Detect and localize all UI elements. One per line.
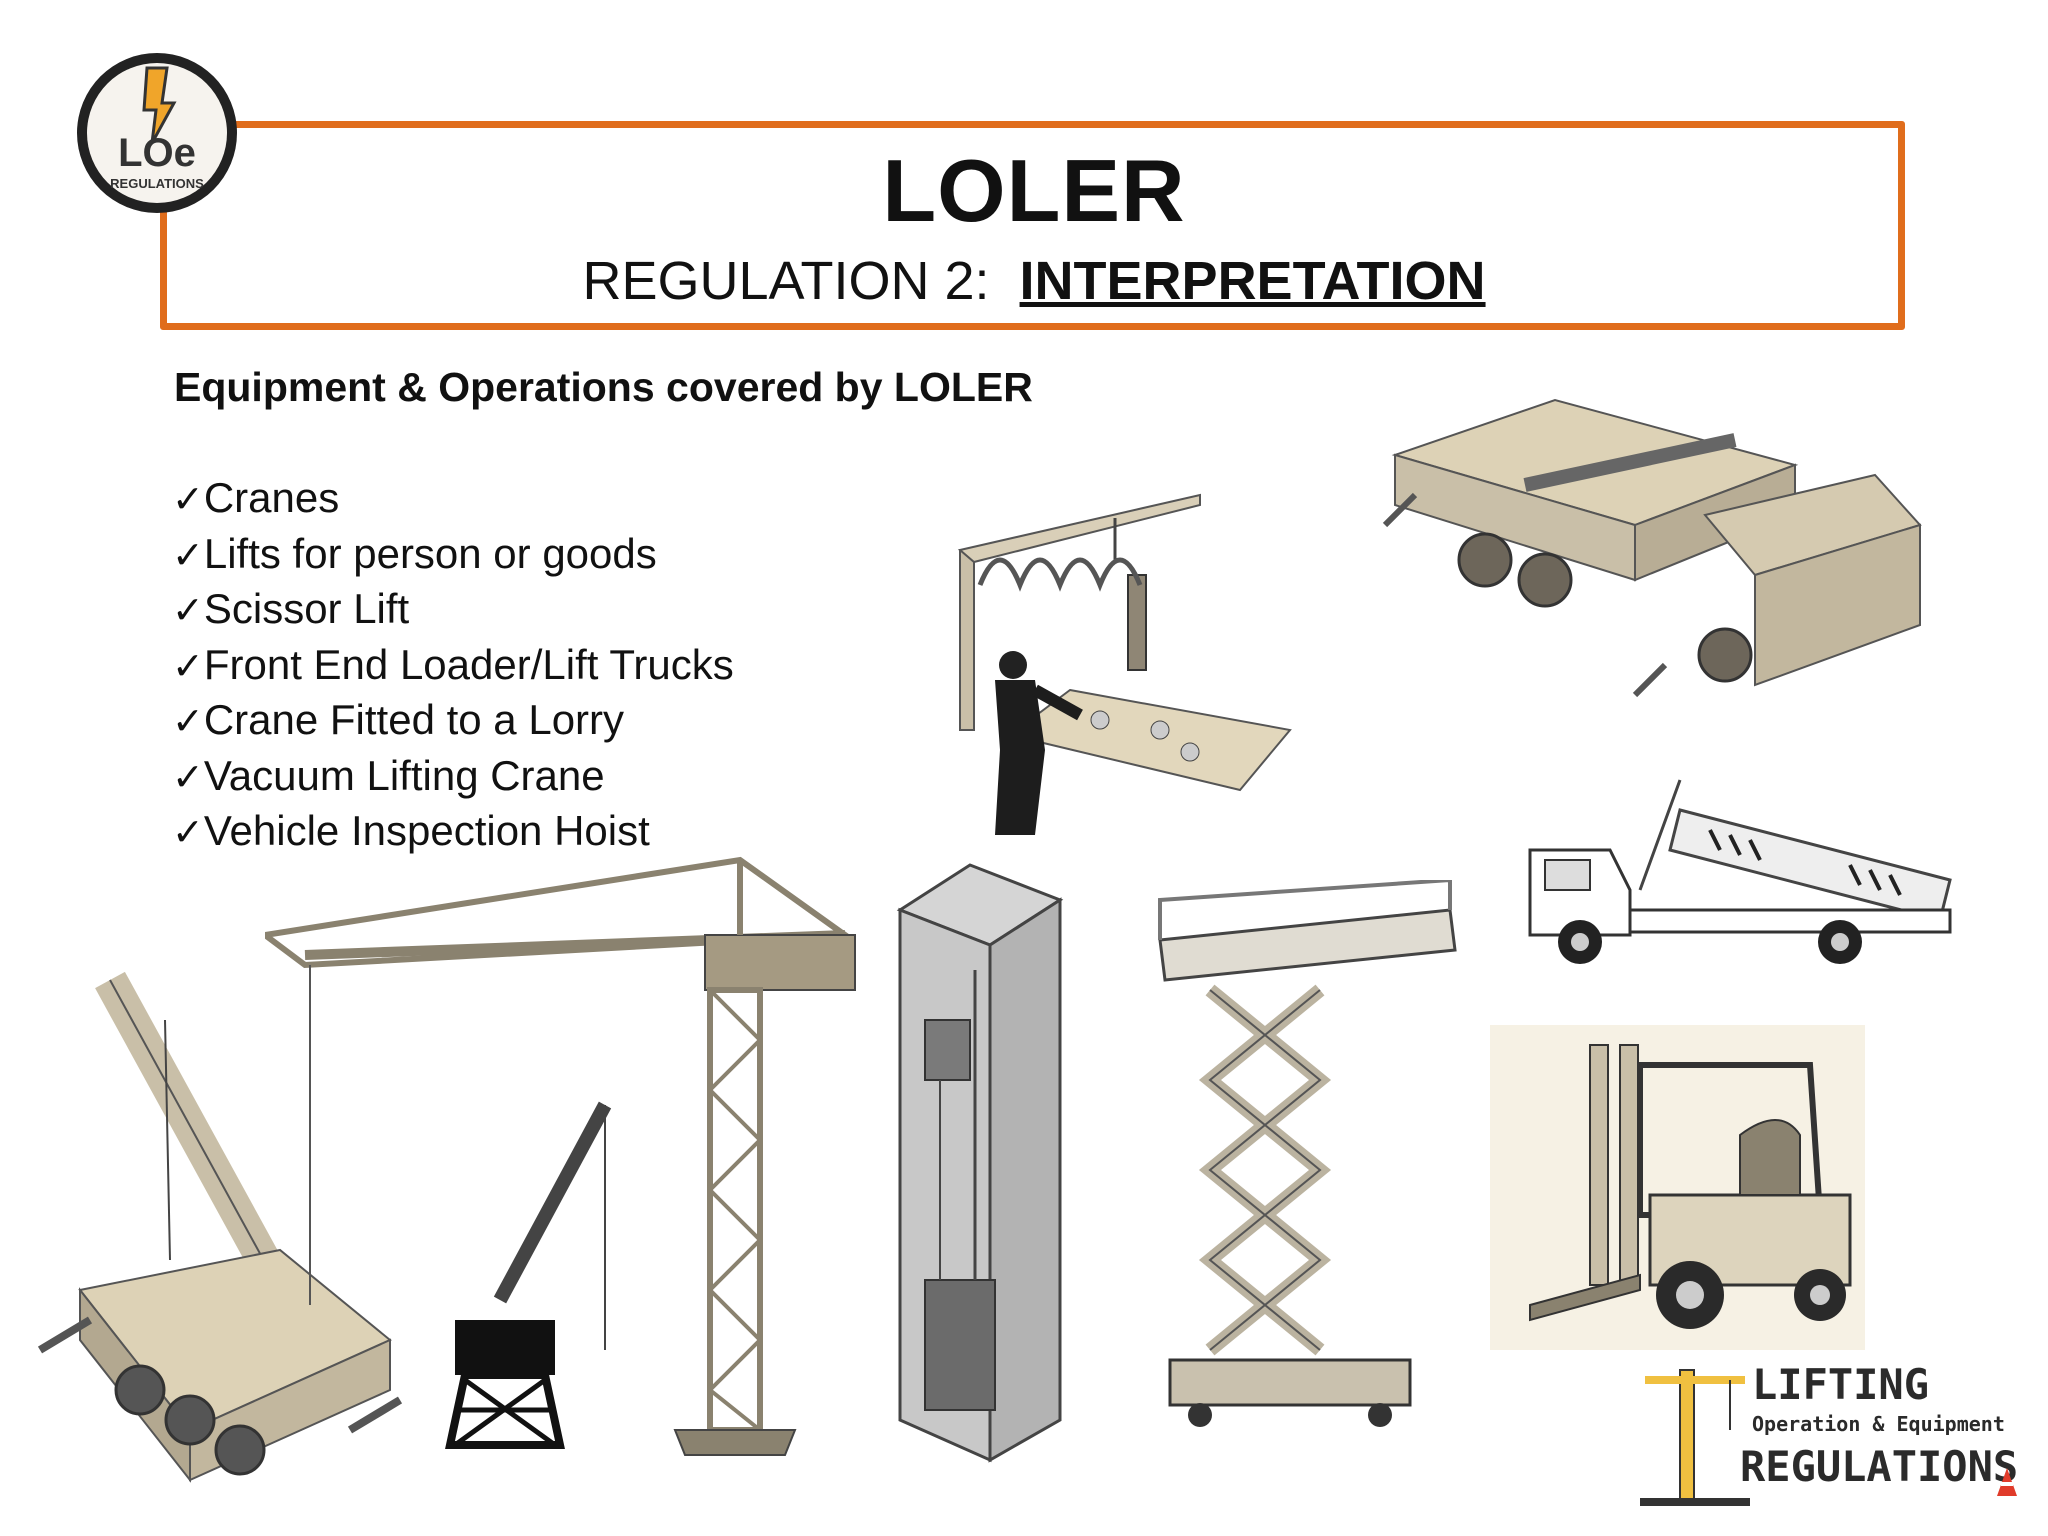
list-item: ✓Front End Loader/Lift Trucks (172, 640, 734, 688)
check-icon: ✓ (172, 810, 204, 854)
crane-logo-icon (1640, 1369, 1750, 1506)
tower-crane-illustration (265, 856, 856, 1456)
check-icon: ✓ (172, 699, 204, 743)
tipper-lorry-illustration (1528, 779, 1952, 964)
list-item: ✓Scissor Lift (172, 585, 410, 632)
page-title: LOLER (882, 141, 1186, 240)
equipment-list: ✓Cranes ✓Lifts for person or goods ✓Scis… (172, 471, 734, 860)
check-icon: ✓ (172, 643, 204, 688)
check-icon: ✓ (172, 754, 204, 799)
list-item: ✓Lifts for person or goods (172, 529, 657, 577)
lift-shaft-illustration (896, 863, 1064, 1463)
check-icon: ✓ (172, 588, 204, 632)
lorry-crane-illustration (1382, 398, 1922, 698)
logo-line2: Operation & Equipment (1752, 1412, 2005, 1436)
list-item: ✓Cranes (172, 474, 340, 521)
traffic-cone-icon (1997, 1468, 2017, 1496)
forklift-illustration (1490, 1025, 1865, 1350)
list-item: ✓Vacuum Lifting Crane (172, 751, 605, 799)
page-subtitle: REGULATION 2: INTERPRETATION (0, 250, 2048, 312)
subtitle-emphasis: INTERPRETATION (1019, 251, 1486, 311)
vacuum-lifting-crane-illustration (957, 493, 1292, 835)
section-heading: Equipment & Operations covered by LOLER (174, 364, 1033, 410)
logo-subtext: REGULATIONS (110, 176, 204, 191)
title-box (160, 121, 1905, 330)
subtitle-prefix: REGULATION 2: (582, 251, 990, 311)
list-item: ✓Vehicle Inspection Hoist (172, 807, 650, 854)
list-item: ✓Crane Fitted to a Lorry (172, 696, 625, 743)
logo-line1: LIFTING (1752, 1360, 1930, 1409)
check-icon: ✓ (172, 477, 204, 521)
dock-crane-illustration (445, 1101, 612, 1449)
logo-line3: REGULATIONS (1740, 1442, 2019, 1491)
check-icon: ✓ (172, 532, 204, 577)
loler-logo: LOe REGULATIONS (77, 53, 237, 213)
mobile-crane-illustration (37, 971, 403, 1483)
scissor-lift-illustration (1158, 880, 1457, 1427)
lifting-regulations-logo: LIFTING Operation & Equipment REGULATION… (1640, 1360, 2020, 1510)
logo-text: LOe (118, 131, 196, 175)
